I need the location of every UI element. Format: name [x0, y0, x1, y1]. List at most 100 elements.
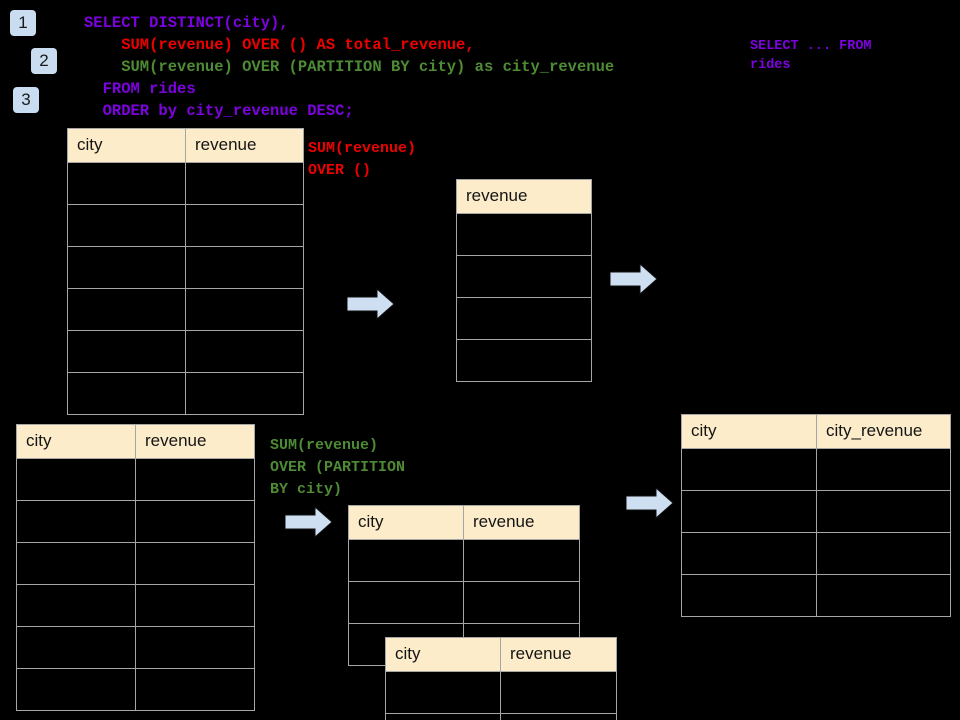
table-row: [16, 668, 255, 711]
table-row: [681, 532, 951, 575]
table-cell-city: [348, 581, 464, 624]
table-cell-revenue: [456, 213, 592, 256]
table-row: [456, 213, 592, 256]
table-cell-city: [16, 458, 136, 501]
table-row: [385, 671, 617, 714]
table-row: [456, 339, 592, 382]
annotation-select-from-rides: SELECT ... FROM rides: [750, 39, 872, 73]
table-cell-revenue: [185, 330, 304, 373]
table-cell-revenue: [135, 542, 255, 585]
table-header-row: city revenue: [16, 424, 255, 459]
table-cell-revenue: [135, 584, 255, 627]
table-row: [67, 288, 304, 331]
column-header-revenue: revenue: [500, 637, 617, 672]
table-cell-city: [16, 542, 136, 585]
table-cell-city: [385, 671, 501, 714]
table-row: [16, 458, 255, 501]
result-table: city city_revenue: [681, 414, 951, 617]
column-header-city: city: [67, 128, 186, 163]
table-cell-revenue: [185, 162, 304, 205]
column-header-city: city: [681, 414, 817, 449]
table-body: [67, 162, 304, 415]
column-header-revenue: revenue: [135, 424, 255, 459]
table-header-row: city revenue: [67, 128, 304, 163]
table-row: [681, 574, 951, 617]
rides-source-table: city revenue: [67, 128, 304, 415]
total-revenue-table: revenue: [456, 179, 592, 382]
partition-group-table-b: city revenue: [385, 637, 617, 720]
column-header-city: city: [385, 637, 501, 672]
table-cell-revenue: [456, 339, 592, 382]
step-badge-1: 1: [10, 10, 36, 36]
table-cell-revenue: [185, 372, 304, 415]
table-cell-city: [67, 246, 186, 289]
table-cell-revenue: [185, 288, 304, 331]
table-row: [67, 246, 304, 289]
table-cell-city: [67, 204, 186, 247]
table-cell-city: [16, 626, 136, 669]
table-header-row: revenue: [456, 179, 592, 214]
table-row: [385, 713, 617, 720]
table-cell-city: [16, 584, 136, 627]
table-cell-revenue: [135, 500, 255, 543]
table-cell-city-revenue: [816, 490, 951, 533]
table-cell-city: [67, 162, 186, 205]
sql-line-select: SELECT DISTINCT(city),: [84, 14, 289, 32]
table-cell-city: [681, 532, 817, 575]
arrow-source-to-partition: [284, 505, 333, 539]
column-header-revenue: revenue: [185, 128, 304, 163]
sql-line-order-by: ORDER by city_revenue DESC;: [84, 102, 354, 120]
table-row: [67, 372, 304, 415]
table-body: [456, 213, 592, 382]
table-header-row: city revenue: [385, 637, 617, 672]
table-cell-city: [348, 539, 464, 582]
table-cell-city-revenue: [816, 532, 951, 575]
arrow-partition-to-result: [625, 486, 674, 520]
table-cell-city: [16, 500, 136, 543]
sql-line-from: FROM rides: [84, 80, 196, 98]
table-cell-city: [67, 288, 186, 331]
table-header-row: city city_revenue: [681, 414, 951, 449]
column-header-city: city: [348, 505, 464, 540]
table-row: [348, 539, 580, 582]
arrow-source-to-total: [346, 287, 395, 321]
table-row: [348, 581, 580, 624]
table-cell-revenue: [135, 458, 255, 501]
annotation-sum-over-partition: SUM(revenue) OVER (PARTITION BY city): [270, 437, 406, 498]
column-header-revenue: revenue: [456, 179, 592, 214]
table-row: [67, 204, 304, 247]
sql-line-total-revenue: SUM(revenue) OVER () AS total_revenue,: [84, 36, 475, 54]
table-cell-city: [16, 668, 136, 711]
table-body: [681, 448, 951, 617]
step-badge-3: 3: [13, 87, 39, 113]
table-row: [456, 297, 592, 340]
table-body: [385, 671, 617, 720]
table-row: [456, 255, 592, 298]
table-row: [16, 542, 255, 585]
table-cell-city: [385, 713, 501, 720]
table-cell-revenue: [463, 539, 580, 582]
table-cell-revenue: [500, 671, 617, 714]
sql-line-city-revenue: SUM(revenue) OVER (PARTITION BY city) as…: [84, 58, 615, 76]
table-cell-city: [681, 490, 817, 533]
table-cell-revenue: [500, 713, 617, 720]
table-cell-revenue: [463, 581, 580, 624]
rides-source-table-partitioned: city revenue: [16, 424, 255, 711]
table-cell-revenue: [456, 255, 592, 298]
table-cell-revenue: [185, 246, 304, 289]
table-cell-city-revenue: [816, 448, 951, 491]
table-row: [681, 448, 951, 491]
arrow-total-to-result: [609, 262, 658, 296]
table-cell-city: [67, 372, 186, 415]
table-cell-city-revenue: [816, 574, 951, 617]
table-cell-revenue: [135, 668, 255, 711]
table-row: [67, 330, 304, 373]
column-header-city: city: [16, 424, 136, 459]
column-header-city-revenue: city_revenue: [816, 414, 951, 449]
column-header-revenue: revenue: [463, 505, 580, 540]
table-row: [16, 500, 255, 543]
table-cell-revenue: [135, 626, 255, 669]
step-badge-2: 2: [31, 48, 57, 74]
table-cell-city: [67, 330, 186, 373]
